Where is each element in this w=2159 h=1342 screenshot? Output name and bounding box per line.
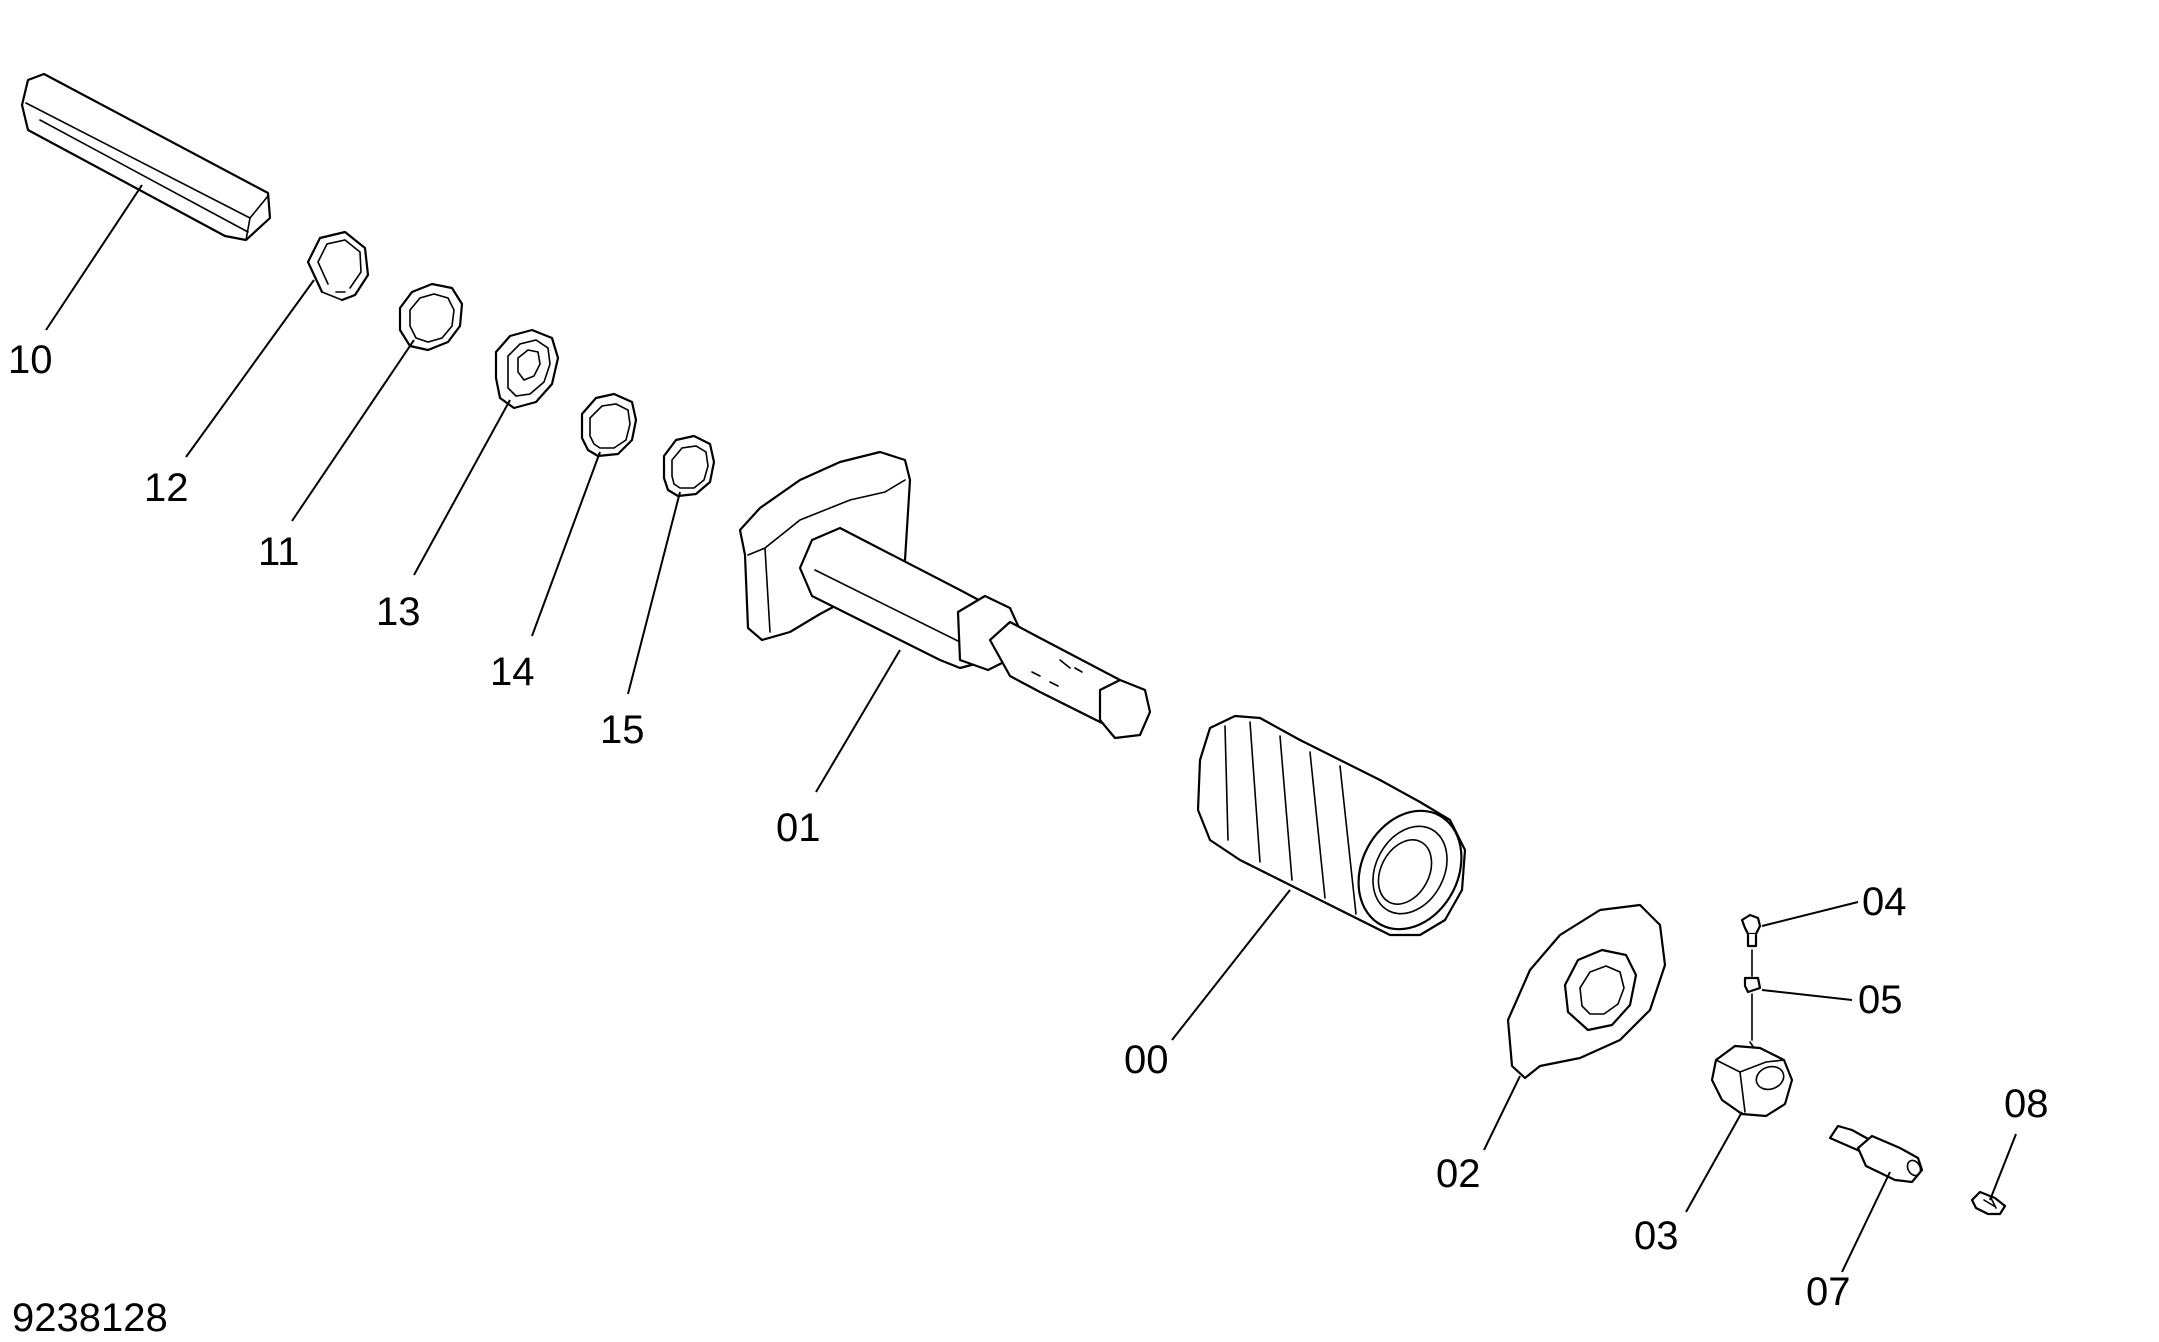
callout-02: 02 [1436, 1152, 1481, 1196]
leader-13 [413, 399, 511, 576]
leader-01 [815, 649, 901, 793]
leader-03 [1685, 1111, 1743, 1213]
callout-14: 14 [490, 650, 535, 694]
leader-08 [1989, 1133, 2017, 1201]
part-10-pin [20, 72, 272, 242]
callout-04: 04 [1862, 880, 1907, 924]
part-08-cap [1970, 1190, 2007, 1216]
callout-01: 01 [776, 806, 821, 850]
leader-00 [1171, 889, 1291, 1041]
part-15-washer [662, 434, 716, 498]
callout-11: 11 [258, 530, 300, 574]
callout-05: 05 [1858, 978, 1903, 1022]
part-03-hex-nut [1710, 1041, 1794, 1118]
part-13-nut [494, 328, 560, 410]
callout-00: 00 [1124, 1038, 1169, 1082]
callout-12: 12 [144, 466, 189, 510]
callout-07: 07 [1806, 1270, 1851, 1314]
callout-10: 10 [8, 338, 53, 382]
part-01-shaft [738, 450, 1152, 740]
part-12-snap-ring [306, 230, 370, 302]
part-14-washer [580, 392, 638, 458]
callout-08: 08 [2004, 1082, 2049, 1126]
leader-07 [1841, 1171, 1891, 1273]
leader-11 [291, 339, 415, 522]
leader-04 [1761, 901, 1859, 927]
leader-lines [45, 184, 2017, 1273]
drawing-number: 9238128 [12, 1296, 168, 1340]
part-05-adapter [1743, 949, 1762, 1041]
callout-03: 03 [1634, 1214, 1679, 1258]
part-11-washer [398, 282, 464, 352]
leader-12 [185, 279, 315, 458]
part-04-grease-fitting [1740, 913, 1762, 948]
part-02-bracket [1506, 903, 1667, 1080]
leader-02 [1483, 1075, 1521, 1151]
callout-15: 15 [600, 708, 645, 752]
leader-10 [45, 184, 143, 331]
leader-14 [531, 451, 601, 637]
part-00-spring [1196, 714, 1467, 937]
leader-15 [627, 491, 681, 695]
part-07-valve [1828, 1124, 1924, 1184]
callout-13: 13 [376, 590, 421, 634]
leader-05 [1761, 989, 1853, 1001]
